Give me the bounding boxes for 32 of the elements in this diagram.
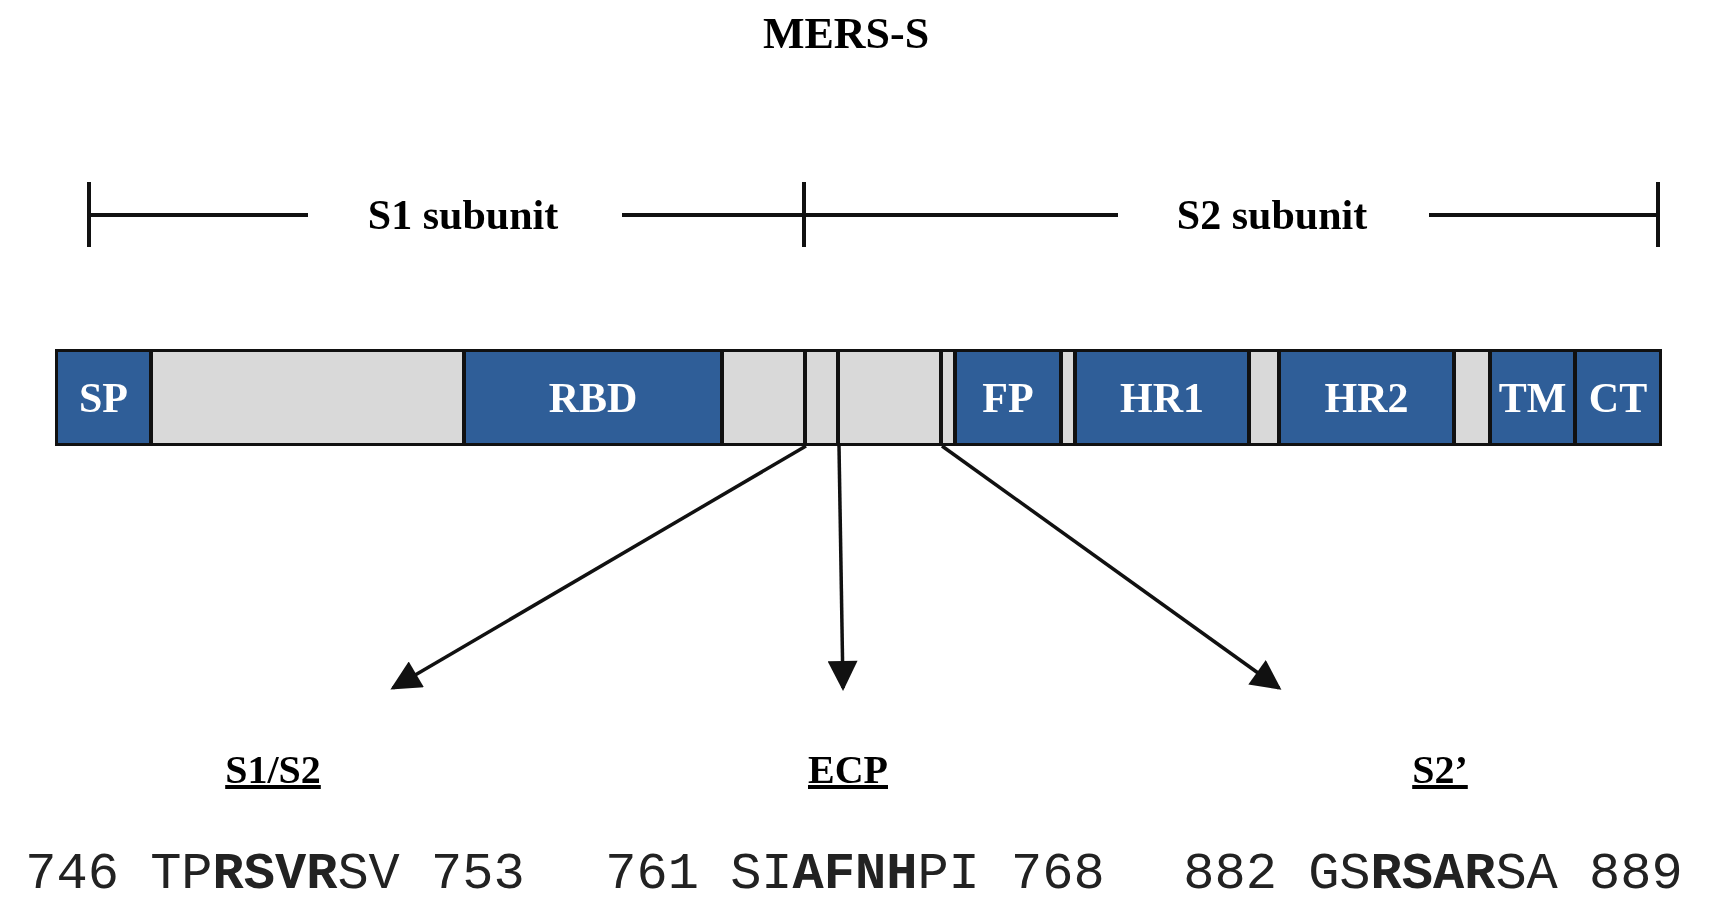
domain-label: FP (982, 373, 1034, 422)
region-segment (804, 349, 839, 446)
subunit-label: S2 subunit (1176, 191, 1368, 239)
domain-label: SP (79, 373, 128, 422)
arrow (827, 445, 858, 691)
arrow (940, 444, 1282, 690)
region-segment (837, 349, 942, 446)
site-heading: S2’ (1411, 746, 1469, 793)
domain-segment (1278, 349, 1455, 446)
site-heading: S1/S2 (224, 746, 322, 793)
domain-segment (1489, 349, 1576, 446)
region-segment (721, 349, 806, 446)
domain-segment (1574, 349, 1662, 446)
domain-segment (1074, 349, 1250, 446)
site-heading: ECP (807, 746, 889, 793)
sequence-text: 882 GSRSARSA 889 (1182, 845, 1684, 903)
domain-segment (55, 349, 152, 446)
domain-segment (463, 349, 723, 446)
domain-label: CT (1588, 373, 1648, 422)
domain-label: HR2 (1324, 373, 1409, 422)
domain-label: RBD (548, 373, 638, 422)
subunit-label: S1 subunit (367, 191, 559, 239)
region-segment (1453, 349, 1491, 446)
domain-segment (954, 349, 1062, 446)
domain-label: HR1 (1120, 373, 1204, 422)
region-segment (150, 349, 465, 446)
domain-label: TM (1498, 373, 1567, 422)
sequence-text: 746 TPRSVRSV 753 (24, 845, 526, 903)
diagram-title: MERS-S (762, 7, 930, 59)
arrow (390, 444, 807, 690)
sequence-text: 761 SIAFNHPI 768 (604, 845, 1106, 903)
region-segment (1248, 349, 1280, 446)
